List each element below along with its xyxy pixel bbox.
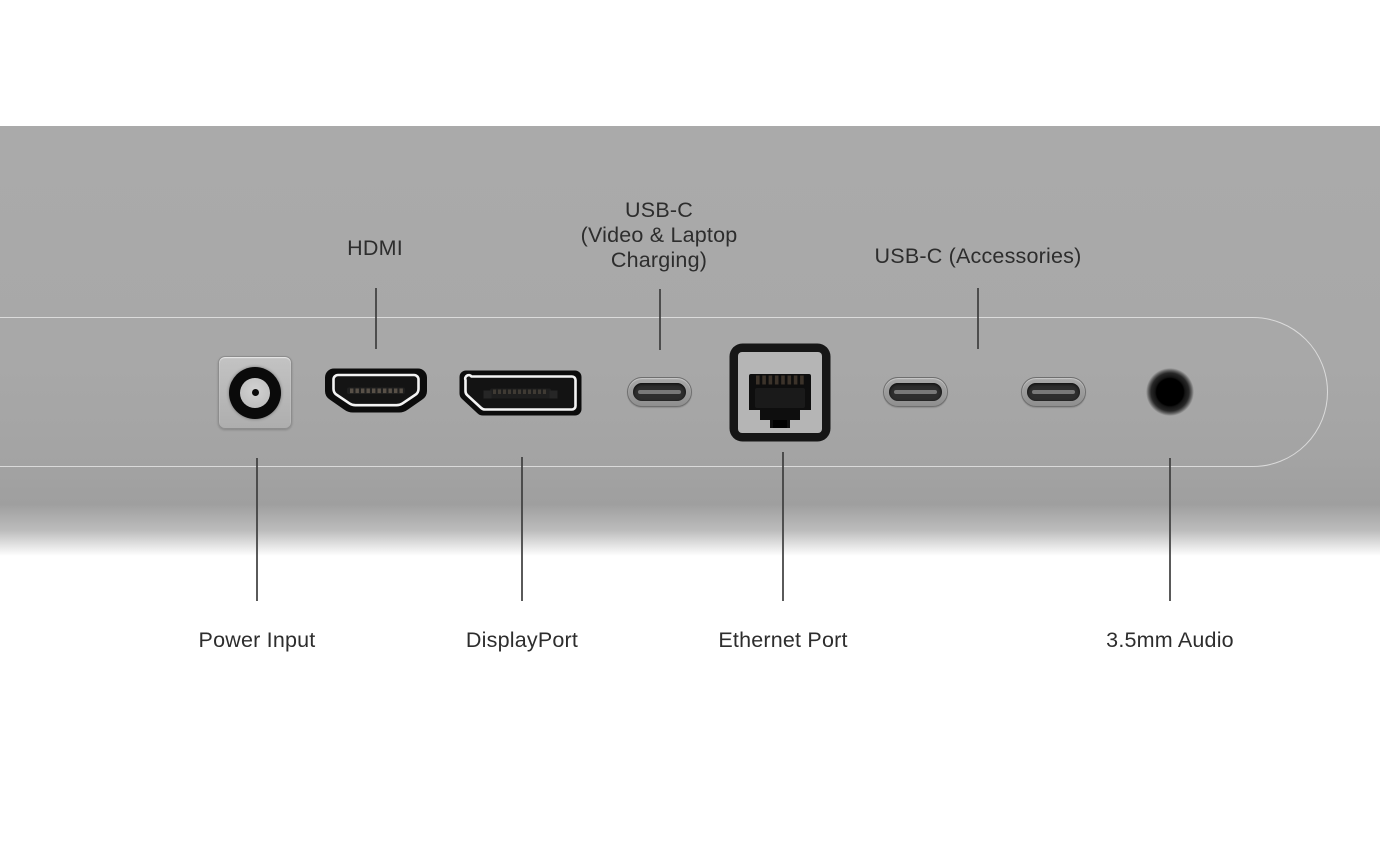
usbc-cavity xyxy=(1027,383,1080,401)
audio-leader-line xyxy=(1169,458,1171,601)
usbc-tongue xyxy=(1032,389,1075,395)
usbc-video-leader-line xyxy=(659,289,661,350)
displayport-port-icon xyxy=(459,370,582,416)
power-leader-line xyxy=(256,458,258,601)
audio-label: 3.5mm Audio xyxy=(1106,628,1234,652)
power-barrel-ring xyxy=(229,366,281,419)
usbc-accessories-leader-line xyxy=(977,288,979,349)
usbc-tongue xyxy=(894,389,937,395)
usbc-accessory-port-2-icon xyxy=(1021,377,1086,407)
power-barrel-pin xyxy=(251,389,259,396)
power-port-icon xyxy=(218,356,292,429)
ethernet-port-icon xyxy=(729,343,831,442)
usbc-accessories-label: USB-C (Accessories) xyxy=(874,244,1082,268)
audio-jack-port-icon xyxy=(1146,368,1194,416)
power-label: Power Input xyxy=(198,628,316,652)
usbc-video-label: USB-C (Video & Laptop Charging) xyxy=(580,198,738,272)
ethernet-leader-line xyxy=(782,452,784,601)
usbc-cavity xyxy=(633,383,686,401)
hdmi-leader-line xyxy=(375,288,377,349)
ethernet-label: Ethernet Port xyxy=(718,628,848,652)
usbc-tongue xyxy=(638,389,681,395)
usbc-cavity xyxy=(889,383,942,401)
monitor-rear-panel xyxy=(0,126,1380,556)
hdmi-port-icon xyxy=(324,368,428,413)
hdmi-label: HDMI xyxy=(347,236,403,260)
port-recess-outline xyxy=(0,317,1328,467)
usbc-video-port-icon xyxy=(627,377,692,407)
displayport-leader-line xyxy=(521,457,523,601)
usbc-accessory-port-1-icon xyxy=(883,377,948,407)
displayport-label: DisplayPort xyxy=(465,628,579,652)
